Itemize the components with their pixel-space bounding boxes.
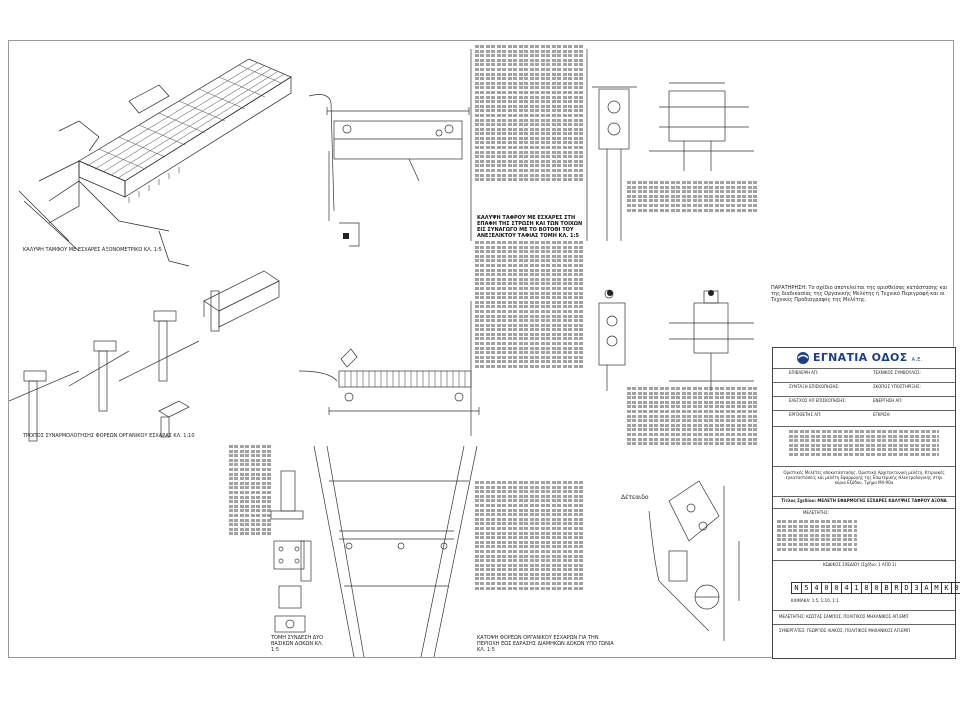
- grating-isometric: [18, 58, 292, 267]
- section-middle: [298, 301, 480, 436]
- tb-office-lines: [777, 520, 857, 552]
- tomi-label: ΤΟΜΗ ΣΥΝΔΕΣΗ ΔΥΟ ΒΑΣΙΚΩΝ ΔΟΚΩΝ ΚΛ. 1:5: [271, 635, 324, 653]
- tb-code-label: ΚΩΔΙΚΟΣ ΣΧΕΔΙΟΥ (Σχέδιο: 1 ΑΠΟ 1): [823, 562, 897, 567]
- section-top: [308, 94, 470, 247]
- tb-row-3-left: ΕΛΕΓΧΟΣ ΑΠ ΕΠΙΣΚΟΠΗΣΗΣ:: [789, 398, 847, 403]
- tb-row-1-right: ΤΕΧΝΙΚΟΣ ΣΥΜΒΟΥΛΟΣ:: [873, 370, 921, 375]
- spec-text-column-1: [475, 45, 583, 211]
- tb-row-1-left: ΕΠΙΒΛΕΨΗ ΑΠ:: [789, 370, 819, 375]
- detail-word: Δέτεαιδο: [621, 494, 649, 501]
- section-bottom: [313, 445, 478, 657]
- small-parts: [270, 470, 312, 633]
- tb-revision-lines: [789, 430, 939, 458]
- egnatia-logo: ΕΓΝΑΤΙΑ ΟΔΟΣ Α.Ε.: [813, 351, 923, 364]
- title-block: ΕΓΝΑΤΙΑ ΟΔΟΣ Α.Ε. ΕΠΙΒΛΕΨΗ ΑΠ: ΤΕΧΝΙΚΟΣ …: [772, 347, 960, 659]
- section-title: ΚΑΛΥΨΗ ΤΑΦΡΟΥ ΜΕ ΕΣΧΑΡΕΣ ΣΤΗ ΕΠΑΦΗ ΤΗΣ Σ…: [477, 215, 583, 239]
- drawing-sheet: ΚΑΛΥΨΗ ΤΑΜΦΟΥ ΜΕ ΕΣΧΑΡΕΣ ΑΞΟΝΟΜΕΤΡΙΚΟ ΚΛ…: [8, 40, 960, 659]
- spec-text-column-3: [475, 481, 583, 631]
- drawing-code: N 5 4 0 0 4 1 8 0 B R D 3 A M K 0 1: [791, 582, 960, 594]
- tb-row-2-right: ΣΚΟΠΟΣ ΥΠΟΣΤΗΡΙΞΗΣ:: [873, 384, 921, 389]
- detail-title: ΤΡΟΠΟΣ ΣΥΝΑΡΜΟΛΟΓΗΣΗΣ ΦΟΡΕΩΝ ΟΡΓΑΝΙΚΟΥ Ε…: [23, 433, 195, 439]
- tb-drawing-title: Τίτλος Σχεδίου: ΜΕΛΕΤΗ ΕΦΑΡΜΟΓΗΣ ΕΣΧΑΡΕΣ…: [781, 498, 947, 503]
- spec-text-column-2: [475, 241, 583, 391]
- logo-suffix: Α.Ε.: [911, 357, 923, 363]
- code-char: 0: [951, 582, 960, 594]
- tb-scale: ΚΛΙΜΑΚΑ: 1:5, 1:10, 1:1: [791, 598, 839, 603]
- spec-text-right-1: [627, 181, 757, 221]
- parts-list-text: [229, 445, 273, 625]
- tb-row-3-right: ΕΝΕΡΓΗΣΗ ΑΠ:: [873, 398, 903, 403]
- paratirisi-note: ΠΑΡΑΤΗΡΗΣΗ: Το σχέδιο αποτελείται της ορ…: [771, 285, 948, 304]
- tb-row-2-left: ΣΥΝΤΑΞΗ ΕΠΙΣΚΟΠΗΣΗΣ:: [789, 384, 840, 389]
- tb-row-4-right: ΕΓΚΡΙΣΗ:: [873, 412, 891, 417]
- spec-text-right-2: [627, 387, 757, 467]
- end-views-middle: [598, 289, 754, 391]
- end-views-top: [592, 82, 754, 241]
- bottom-caption: ΚΑΤΟΨΗ ΦΟΡΕΩΝ ΟΡΓΑΝΙΚΟΥ ΕΣΧΑΡΩΝ ΓΙΑ ΤΗΝ …: [477, 635, 614, 653]
- tb-row-4-left: ΕΡΓΟΘΕΤΗΣ ΑΠ:: [789, 412, 822, 417]
- tb-melitis: ΜΕΛΕΤΗΤΗΣ:: [803, 510, 830, 515]
- detail-bottom-right: [648, 480, 740, 641]
- egnatia-logo-icon: [797, 352, 809, 364]
- iso-title: ΚΑΛΥΨΗ ΤΑΜΦΟΥ ΜΕ ΕΣΧΑΡΕΣ ΑΞΟΝΟΜΕΤΡΙΚΟ ΚΛ…: [23, 247, 162, 253]
- logo-text: ΕΓΝΑΤΙΑ ΟΔΟΣ: [813, 351, 908, 364]
- assembly-details: [9, 270, 280, 442]
- tb-melititis-name: ΜΕΛΕΤΗΤΗΣ: ΚΩΣΤΑΣ ΣΑΜΠΟΣ, ΠΟΛΙΤΙΚΟΣ ΜΗΧΑ…: [779, 614, 909, 619]
- technical-drawing: [9, 49, 754, 657]
- tb-project-name: Οριστικές Μελέτες αποκατάστασης, Οριστικ…: [783, 470, 945, 485]
- tb-office-line: ΣΥΝΕΡΓΑΤΕΣ: ΓΕΩΡΓΙΟΣ ΛΙΑΚΟΣ, ΠΟΛΙΤΙΚΟΣ Μ…: [779, 628, 911, 633]
